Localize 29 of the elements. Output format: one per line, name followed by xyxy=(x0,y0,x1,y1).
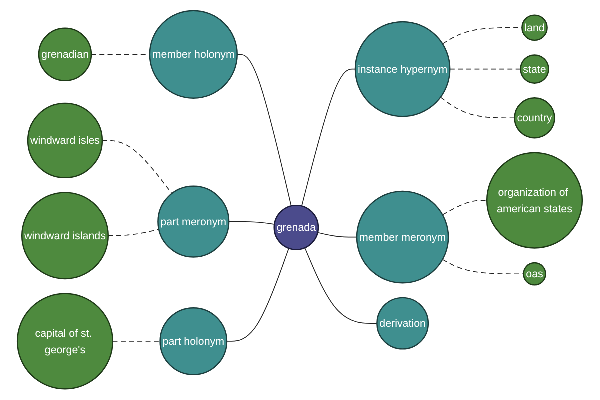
connector xyxy=(442,259,524,275)
node-circle: grenadian xyxy=(38,28,92,82)
connector xyxy=(440,97,516,119)
node-circle: windward isles xyxy=(27,102,104,179)
connector xyxy=(228,221,275,225)
connector xyxy=(108,229,160,236)
connector xyxy=(442,200,488,216)
node-circle: derivation xyxy=(376,297,430,350)
node-circle: windward islands xyxy=(21,192,109,280)
connector xyxy=(317,232,358,238)
connector xyxy=(226,248,290,342)
node-circle: state xyxy=(520,54,550,84)
node-circle: capital of st. george's xyxy=(16,293,114,390)
node-circle: oas xyxy=(523,262,546,286)
connector xyxy=(450,68,522,70)
node-circle: organization of american states xyxy=(486,152,584,249)
connector xyxy=(102,140,172,194)
connector xyxy=(236,54,292,207)
node-circle: grenada xyxy=(274,204,320,250)
connector xyxy=(304,248,378,324)
node-circle: instance hypernym xyxy=(354,21,451,118)
node-circle: part meronym xyxy=(158,186,230,258)
node-circle: member holonym xyxy=(149,10,238,99)
node-circle: member meronym xyxy=(356,190,450,284)
node-circle: part holonym xyxy=(160,308,228,376)
node-circle: country xyxy=(514,98,556,139)
connector xyxy=(302,68,356,207)
node-circle: land xyxy=(522,14,548,42)
connector xyxy=(112,341,161,342)
